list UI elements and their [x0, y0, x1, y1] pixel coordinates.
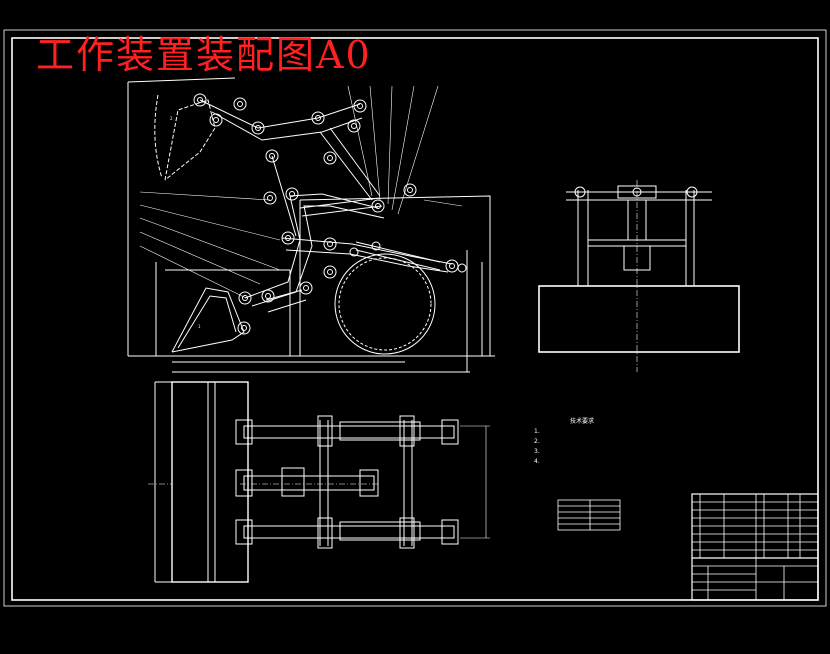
side-view: 2 1	[127, 77, 495, 373]
svg-text:1: 1	[198, 324, 201, 329]
svg-text:2: 2	[170, 116, 173, 121]
front-view	[538, 180, 740, 372]
note-item: 1.	[534, 428, 540, 435]
title-block	[691, 493, 819, 601]
top-view	[148, 381, 490, 583]
note-item: 4.	[534, 458, 540, 465]
note-item: 2.	[534, 438, 540, 445]
note-item: 3.	[534, 448, 540, 455]
notes-heading: 技术要求	[570, 418, 595, 425]
small-table	[557, 499, 621, 531]
drawing-title: 工作装置装配图A0	[36, 33, 372, 77]
outer-frame	[3, 29, 827, 607]
inner-frame	[11, 37, 819, 601]
